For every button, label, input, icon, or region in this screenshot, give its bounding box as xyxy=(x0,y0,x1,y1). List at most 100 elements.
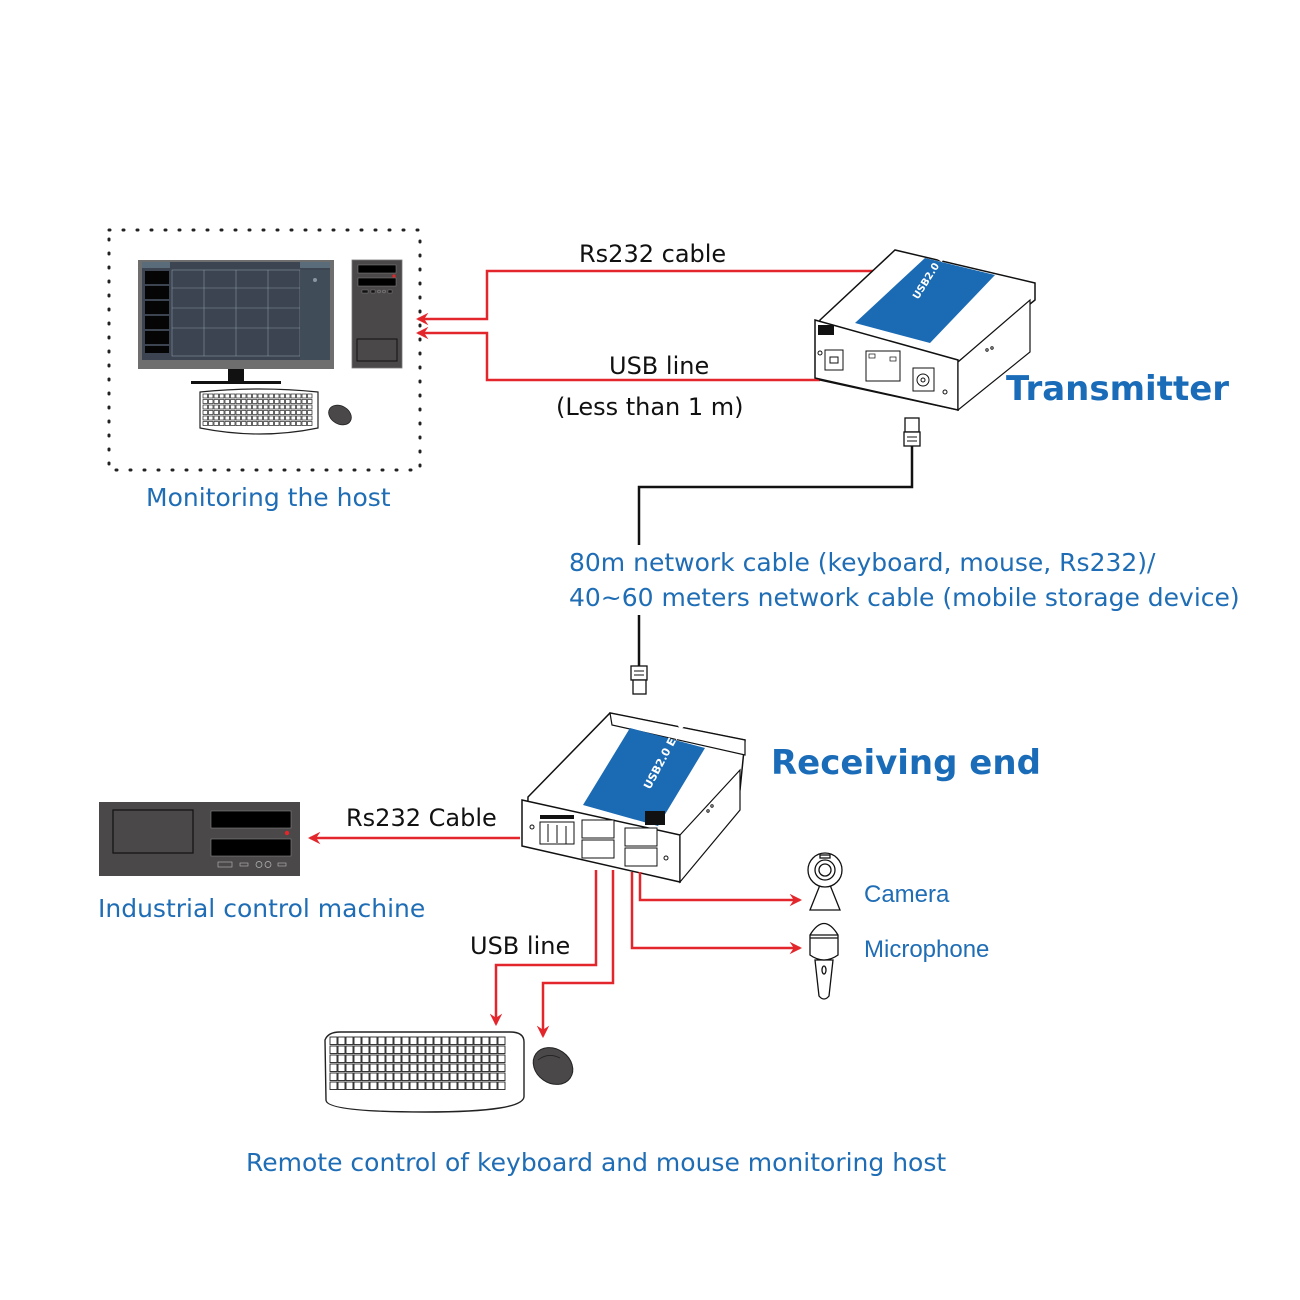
keyboard-key xyxy=(263,410,269,415)
keyboard-key xyxy=(497,1063,506,1072)
keyboard-key xyxy=(457,1036,466,1045)
keyboard-key xyxy=(449,1063,458,1072)
keyboard-key xyxy=(301,404,307,410)
keyboard-key xyxy=(401,1045,410,1054)
keyboard-key xyxy=(401,1054,410,1063)
keyboard-key xyxy=(465,1036,474,1045)
keyboard-key xyxy=(246,421,252,426)
keyboard-key xyxy=(433,1054,442,1063)
keyboard-key xyxy=(377,1081,386,1090)
keyboard-key xyxy=(208,410,214,415)
keyboard-key xyxy=(230,393,236,399)
keyboard-key xyxy=(224,421,230,426)
keyboard-key xyxy=(473,1072,482,1081)
keyboard-key xyxy=(290,404,296,410)
keyboard-key xyxy=(473,1036,482,1045)
keyboard-key xyxy=(449,1054,458,1063)
keyboard-key xyxy=(457,1063,466,1072)
industrial-machine-icon xyxy=(99,802,300,876)
keyboard-key xyxy=(481,1045,490,1054)
keyboard-key xyxy=(202,410,208,415)
microphone-label: Microphone xyxy=(864,936,990,963)
usb-line-bottom-label: USB line xyxy=(470,932,571,960)
keyboard-key xyxy=(301,415,307,421)
keyboard-key xyxy=(345,1054,354,1063)
keyboard-key xyxy=(377,1036,386,1045)
keyboard-key xyxy=(257,415,263,421)
keyboard-key xyxy=(213,421,219,426)
keyboard-key xyxy=(377,1054,386,1063)
keyboard-key xyxy=(481,1036,490,1045)
monitor-icon xyxy=(138,260,334,384)
keyboard-key xyxy=(337,1036,346,1045)
keyboard-key xyxy=(252,415,258,421)
keyboard-key xyxy=(285,393,291,399)
keyboard-key xyxy=(385,1063,394,1072)
keyboard-key xyxy=(296,410,302,415)
keyboard-key xyxy=(279,399,285,404)
keyboard-key xyxy=(307,393,313,399)
keyboard-key xyxy=(296,415,302,421)
keyboard-key xyxy=(263,393,269,399)
keyboard-key xyxy=(307,404,313,410)
keyboard-key xyxy=(219,393,225,399)
keyboard-key xyxy=(285,404,291,410)
keyboard-key xyxy=(296,404,302,410)
keyboard-key xyxy=(393,1036,402,1045)
keyboard-key xyxy=(290,399,296,404)
keyboard-key xyxy=(393,1072,402,1081)
keyboard-key xyxy=(441,1054,450,1063)
keyboard-key xyxy=(230,410,236,415)
keyboard-key xyxy=(230,415,236,421)
keyboard-key xyxy=(465,1072,474,1081)
keyboard-key xyxy=(409,1081,418,1090)
keyboard-key xyxy=(241,410,247,415)
keyboard-key xyxy=(274,393,280,399)
keyboard-key xyxy=(219,399,225,404)
keyboard-key xyxy=(465,1054,474,1063)
keyboard-key xyxy=(246,410,252,415)
keyboard-key xyxy=(301,410,307,415)
keyboard-key xyxy=(345,1072,354,1081)
usb-line-note-label: (Less than 1 m) xyxy=(556,393,744,421)
keyboard-key xyxy=(401,1063,410,1072)
keyboard-key xyxy=(279,421,285,426)
keyboard-key xyxy=(481,1081,490,1090)
receiving-end-title: Receiving end xyxy=(771,743,1041,783)
keyboard-key xyxy=(241,393,247,399)
keyboard-key xyxy=(202,404,208,410)
keyboard-key xyxy=(279,415,285,421)
network-cable xyxy=(630,417,921,695)
keyboard-key xyxy=(369,1045,378,1054)
keyboard-key xyxy=(213,410,219,415)
keyboard-key xyxy=(337,1045,346,1054)
keyboard-key xyxy=(290,415,296,421)
keyboard-key xyxy=(473,1054,482,1063)
keyboard-key xyxy=(345,1036,354,1045)
keyboard-key xyxy=(213,399,219,404)
keyboard-key xyxy=(465,1045,474,1054)
keyboard-key xyxy=(433,1036,442,1045)
keyboard-key xyxy=(361,1045,370,1054)
monitoring-host-frame xyxy=(107,228,422,472)
keyboard-key xyxy=(337,1054,346,1063)
keyboard-key xyxy=(268,415,274,421)
keyboard-key xyxy=(224,410,230,415)
keyboard-key xyxy=(449,1081,458,1090)
keyboard-key xyxy=(497,1036,506,1045)
keyboard-key xyxy=(497,1045,506,1054)
remote-keyboard-icon xyxy=(324,1031,525,1113)
rs232-cable-top-label: Rs232 cable xyxy=(579,240,727,268)
keyboard-key xyxy=(329,1081,338,1090)
keyboard-key xyxy=(263,404,269,410)
keyboard-key xyxy=(425,1081,434,1090)
keyboard-key xyxy=(213,404,219,410)
keyboard-key xyxy=(241,415,247,421)
keyboard-key xyxy=(219,421,225,426)
keyboard-key xyxy=(489,1072,498,1081)
keyboard-key xyxy=(449,1036,458,1045)
keyboard-key xyxy=(353,1045,362,1054)
keyboard-key xyxy=(353,1036,362,1045)
keyboard-key xyxy=(369,1054,378,1063)
